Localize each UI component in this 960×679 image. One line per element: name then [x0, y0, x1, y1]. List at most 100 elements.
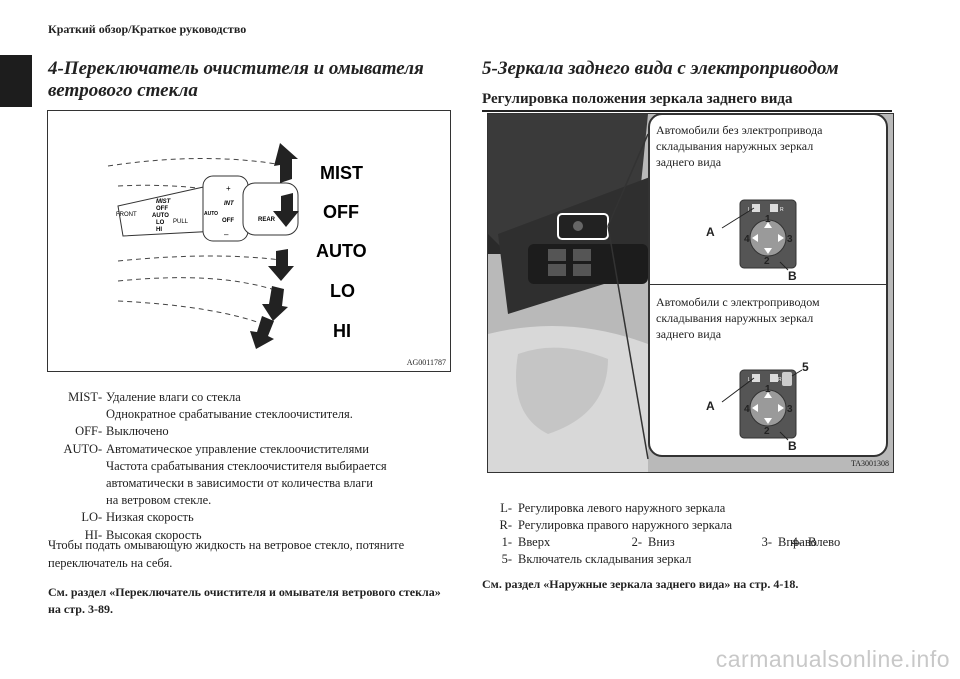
lo-arrow-2 — [262, 286, 288, 321]
definition-text: Удаление влаги со стекла — [106, 390, 241, 404]
legend-text: Влево — [808, 535, 841, 549]
definition-text: Высокая скорость — [106, 527, 202, 542]
definition-text: на ветровом стекле. — [106, 493, 212, 508]
up-arrow — [764, 222, 772, 228]
definition-auto: AUTO- Автоматическое управление стеклооч… — [48, 441, 458, 510]
legend-key: 1 — [501, 535, 508, 549]
legend-item-l: L- Регулировка левого наружного зеркала — [500, 501, 726, 515]
legend-key: 3 — [761, 535, 768, 549]
legend-key: L — [500, 501, 508, 515]
section-tab-marker — [0, 55, 32, 107]
down-arrow — [764, 418, 772, 424]
definition-key: OFF — [75, 424, 98, 439]
wiper-switch-illustration: FRONT MIST OFF AUTO LO HI PULL + – AUTO … — [107, 143, 367, 349]
switch-off2-label: OFF — [222, 218, 234, 224]
figure-code: AG0011787 — [406, 358, 446, 367]
callout-line: складывания наружных зеркал — [656, 311, 814, 325]
right-arrow — [778, 404, 784, 412]
diagram-r-label: R — [780, 207, 784, 213]
definition-text: автоматически в зависимости от количеств… — [106, 476, 373, 491]
mist-label: MIST — [320, 163, 363, 183]
leader-b — [779, 431, 789, 441]
callout-line: заднего вида — [656, 327, 722, 341]
switch-plus-label: + — [226, 184, 231, 193]
subsection-title: Регулировка положения зеркала заднего ви… — [482, 91, 793, 107]
window-switch — [573, 264, 591, 276]
mark-2: 2 — [764, 426, 770, 437]
mark-1: 1 — [765, 214, 771, 225]
mirrors-reference-link[interactable]: См. раздел «Наружные зеркала заднего вид… — [482, 577, 799, 591]
callout-leader-top — [607, 133, 649, 227]
left-selector — [752, 204, 760, 212]
wiper-switch-figure: FRONT MIST OFF AUTO LO HI PULL + – AUTO … — [47, 110, 451, 372]
mist-arrow — [274, 143, 298, 183]
paragraph-line: переключатель на себя. — [48, 556, 173, 570]
switch-auto-label: AUTO — [152, 213, 169, 219]
mark-1: 1 — [765, 384, 771, 395]
section-title-line: ветрового стекла — [48, 80, 198, 101]
switch-auto-small-label: AUTO — [204, 211, 218, 217]
wiper-reference-link[interactable]: См. раздел «Переключатель очистителя и о… — [48, 584, 478, 618]
right-arrow — [778, 234, 784, 242]
lo-label: LO — [330, 281, 355, 301]
definition-text: Однократное срабатывание стеклоочистител… — [106, 407, 353, 422]
legend-directions: 1- Вверх 2- Вниз 3- Вправо — [482, 534, 912, 551]
mark-4: 4 — [744, 234, 750, 245]
callout-line: складывания наружных зеркал — [656, 139, 814, 153]
definition-text: Низкая скорость — [106, 510, 194, 525]
legend-text: Вверх — [518, 535, 551, 549]
reference-line: на стр. 3-89. — [48, 602, 113, 616]
callout-divider — [648, 284, 886, 285]
left-selector — [752, 374, 760, 382]
definition-mist: MIST- Удаление влаги со стекла Однократн… — [48, 389, 458, 423]
wiper-definitions-list: MIST- Удаление влаги со стекла Однократн… — [48, 389, 458, 544]
mark-b: B — [788, 439, 797, 452]
section-title-mirrors: 5-Зеркала заднего вида с электроприводом — [482, 58, 839, 79]
legend-text: Вниз — [648, 535, 675, 549]
mirror-switch-diagram-no-fold: L R 1 2 3 4 A B — [706, 199, 797, 282]
lo-arc — [117, 277, 279, 292]
definition-text: Частота срабатывания стеклоочистителя вы… — [106, 458, 387, 473]
figure-code: TA3001308 — [850, 459, 889, 468]
legend-item-4: 4- Влево — [791, 535, 841, 549]
hi-arc — [117, 300, 269, 327]
direction-pad — [749, 389, 787, 427]
mark-3: 3 — [787, 234, 793, 245]
definition-hi: HI- Высокая скорость — [48, 527, 458, 544]
legend-item-r: R- Регулировка правого наружного зеркала — [499, 518, 733, 532]
leader-b — [779, 261, 789, 271]
switch-rear-label: REAR — [258, 217, 276, 223]
watermark: carmanualsonline.info — [715, 646, 950, 672]
switch-front-label: FRONT — [116, 212, 137, 218]
window-switch — [573, 249, 591, 261]
definition-text: Автоматическое управление стеклоочистите… — [106, 441, 369, 456]
mirror-switch-diagram-with-fold: L R 1 2 3 4 5 A B — [706, 362, 809, 452]
mark-a: A — [706, 225, 715, 239]
mirror-knob — [573, 221, 583, 231]
definition-lo: LO- Низкая скорость — [48, 509, 458, 526]
mist-arc — [107, 158, 289, 167]
mark-b: B — [788, 269, 797, 282]
definition-key: AUTO — [63, 441, 99, 456]
up-arrow — [764, 392, 772, 398]
left-arrow — [752, 404, 758, 412]
off-arrow — [273, 193, 299, 227]
reference-line: См. раздел «Переключатель очистителя и о… — [48, 585, 441, 599]
auto-arc — [117, 255, 289, 262]
legend-key: R — [499, 518, 508, 532]
callout-leader-bottom — [607, 225, 649, 460]
fold-switch — [782, 372, 792, 386]
legend-key: 5 — [501, 552, 508, 566]
washer-paragraph: Чтобы подать омывающую жидкость на ветро… — [48, 536, 468, 572]
window-switch — [548, 264, 566, 276]
definition-text: Выключено — [106, 424, 169, 439]
definition-key: HI — [84, 527, 98, 542]
legend-text: Включатель складывания зеркал — [518, 552, 692, 566]
switch-lo-label: LO — [156, 220, 165, 226]
callout-caption-with-fold: Автомобили с электроприводом складывания… — [656, 294, 876, 342]
hi-arrow — [250, 316, 274, 349]
mark-3: 3 — [787, 404, 793, 415]
mark-2: 2 — [764, 256, 770, 267]
subsection-rule — [482, 110, 892, 112]
mark-5: 5 — [802, 362, 809, 374]
